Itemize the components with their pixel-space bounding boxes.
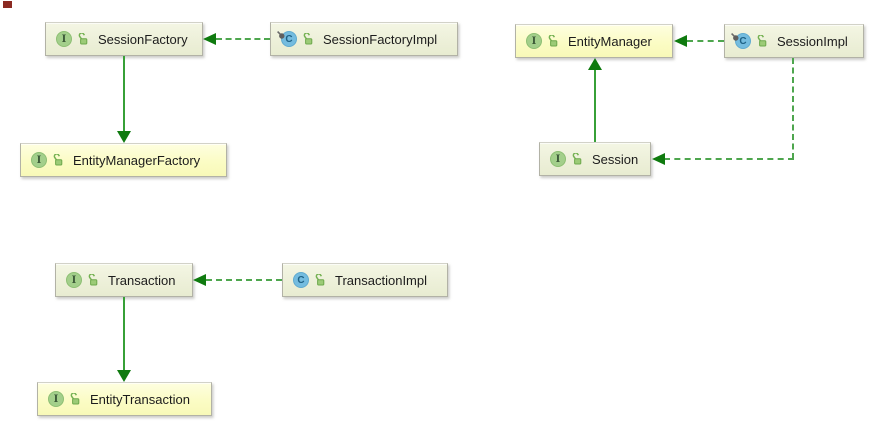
node-sessionfactoryimpl[interactable]: C SessionFactoryImpl <box>270 22 458 56</box>
pin-icon <box>730 29 740 41</box>
node-entitymanager[interactable]: I EntityManager <box>515 24 673 58</box>
interface-icon-letter: I <box>61 33 67 45</box>
corner-marker <box>3 1 12 8</box>
interface-icon: I <box>31 152 47 168</box>
class-icon-letter: C <box>285 33 293 45</box>
node-sessionimpl[interactable]: C SessionImpl <box>724 24 864 58</box>
interface-icon: I <box>56 31 72 47</box>
unlocked-padlock-icon <box>547 33 560 48</box>
edge-sessionimpl-session[interactable] <box>792 58 794 159</box>
interface-icon-letter: I <box>531 35 537 47</box>
arrowhead-icon <box>652 153 665 165</box>
node-transactionimpl[interactable]: C TransactionImpl <box>282 263 448 297</box>
edge-transaction-entitytransaction[interactable] <box>123 297 125 371</box>
interface-icon-letter: I <box>555 153 561 165</box>
node-label: EntityTransaction <box>90 391 190 407</box>
class-icon-letter: C <box>297 274 305 286</box>
node-label: EntityManager <box>568 33 652 49</box>
interface-icon: I <box>526 33 542 49</box>
edge-sessionimpl-session[interactable] <box>664 158 794 160</box>
node-label: SessionFactory <box>98 31 188 47</box>
unlocked-padlock-icon <box>314 272 327 287</box>
unlocked-padlock-icon <box>69 391 82 406</box>
edge-sessionfactory-entitymanagerfactory[interactable] <box>123 56 125 132</box>
node-entitytransaction[interactable]: I EntityTransaction <box>37 382 212 416</box>
interface-icon-letter: I <box>36 154 42 166</box>
node-session[interactable]: I Session <box>539 142 651 176</box>
interface-icon: I <box>550 151 566 167</box>
unlocked-padlock-icon <box>52 152 65 167</box>
unlocked-padlock-icon <box>756 33 769 48</box>
node-label: Transaction <box>108 272 176 288</box>
node-label: SessionFactoryImpl <box>323 31 438 47</box>
arrowhead-icon <box>588 58 602 70</box>
node-transaction[interactable]: I Transaction <box>55 263 193 297</box>
arrowhead-icon <box>117 131 131 143</box>
pin-icon <box>276 27 286 39</box>
interface-icon: I <box>66 272 82 288</box>
arrowhead-icon <box>193 274 206 286</box>
edge-sessionfactoryimpl-sessionfactory[interactable] <box>216 38 270 40</box>
arrowhead-icon <box>117 370 131 382</box>
class-icon: C <box>277 31 297 47</box>
class-icon: C <box>731 33 751 49</box>
unlocked-padlock-icon <box>77 31 90 46</box>
interface-icon: I <box>48 391 64 407</box>
unlocked-padlock-icon <box>302 31 315 46</box>
arrowhead-icon <box>674 35 687 47</box>
node-label: SessionImpl <box>777 33 848 49</box>
interface-icon-letter: I <box>71 274 77 286</box>
node-label: EntityManagerFactory <box>73 152 201 168</box>
arrowhead-icon <box>203 33 216 45</box>
unlocked-padlock-icon <box>571 151 584 166</box>
edge-sessionimpl-entitymanager[interactable] <box>687 40 724 42</box>
class-icon-letter: C <box>739 35 747 47</box>
class-icon: C <box>293 272 309 288</box>
unlocked-padlock-icon <box>87 272 100 287</box>
interface-icon-letter: I <box>53 393 59 405</box>
edge-session-entitymanager[interactable] <box>594 69 596 142</box>
node-label: Session <box>592 151 639 167</box>
edge-transactionimpl-transaction[interactable] <box>206 279 282 281</box>
node-entitymanagerfactory[interactable]: I EntityManagerFactory <box>20 143 227 177</box>
node-label: TransactionImpl <box>335 272 427 288</box>
node-sessionfactory[interactable]: I SessionFactory <box>45 22 203 56</box>
